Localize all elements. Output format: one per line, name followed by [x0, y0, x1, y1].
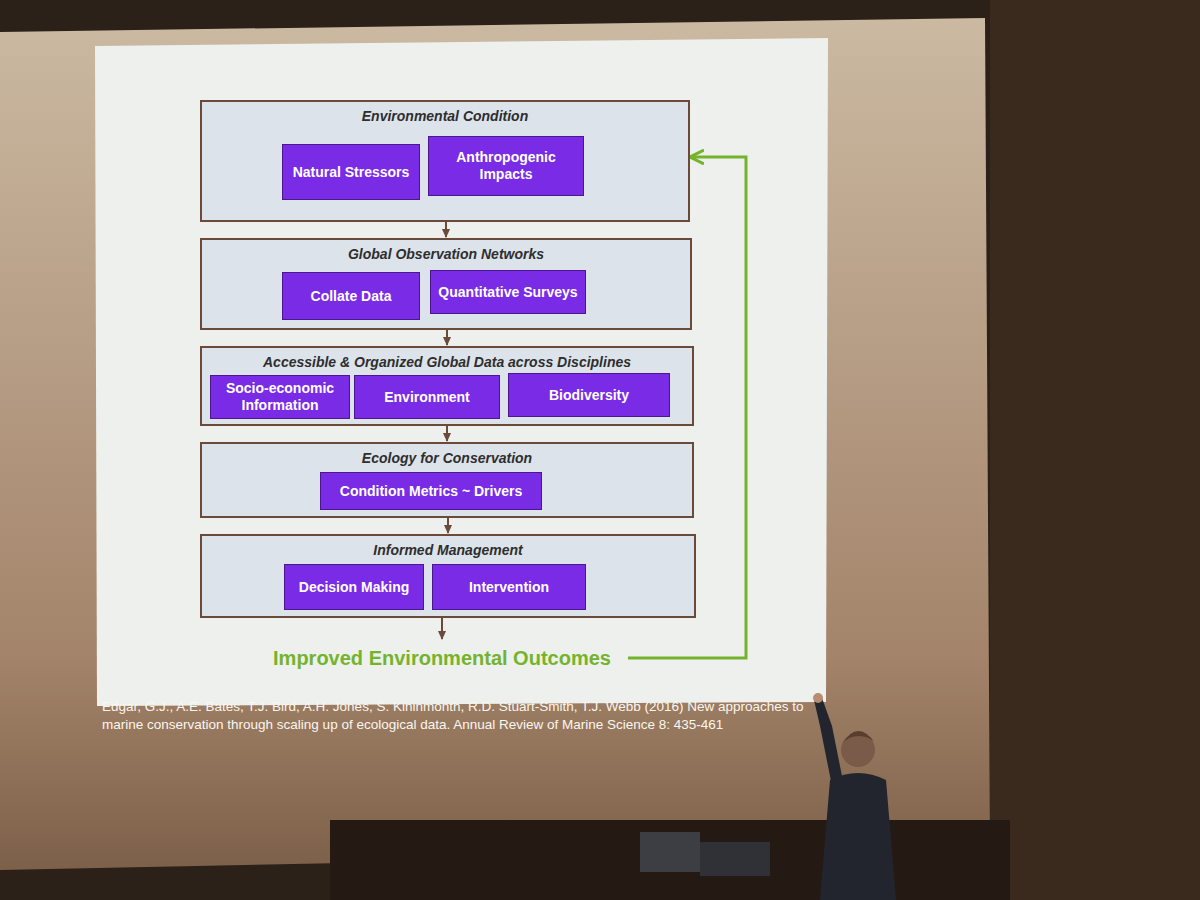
stage-floor [330, 820, 1010, 900]
process-box: Decision Making [284, 564, 424, 610]
box-label: Collate Data [305, 286, 398, 307]
citation: Edgar, G.J., A.E. Bates, T.J. Bird, A.H.… [102, 698, 822, 734]
stage-band: Accessible & Organized Global Data acros… [200, 346, 694, 426]
wall-panel [990, 0, 1200, 900]
outcome-label: Improved Environmental Outcomes [273, 646, 611, 670]
projection-screen [0, 18, 990, 870]
box-label: Anthropogenic Impacts [429, 147, 583, 185]
process-box: Quantitative Surveys [430, 270, 586, 314]
box-label: Environment [378, 387, 476, 408]
flow-arrow [446, 330, 448, 345]
flow-arrow [445, 222, 447, 237]
box-label: Quantitative Surveys [432, 282, 583, 303]
stage-band: Environmental ConditionNatural Stressors… [200, 100, 690, 222]
laptop [700, 842, 770, 876]
band-heading: Global Observation Networks [202, 240, 690, 263]
box-label: Biodiversity [543, 385, 635, 406]
band-heading: Informed Management [202, 536, 694, 559]
speaker-figure [813, 693, 896, 900]
process-box: Condition Metrics ~ Drivers [320, 472, 542, 510]
flow-arrow [446, 426, 448, 441]
process-box: Natural Stressors [282, 144, 420, 200]
box-label: Condition Metrics ~ Drivers [334, 481, 528, 502]
box-label: Socio-economic Information [211, 378, 349, 416]
outcome-box: Improved Environmental Outcomes [262, 640, 622, 676]
process-box: Collate Data [282, 272, 420, 320]
process-box: Intervention [432, 564, 586, 610]
process-box: Biodiversity [508, 373, 670, 417]
box-label: Intervention [463, 577, 555, 598]
process-box: Anthropogenic Impacts [428, 136, 584, 196]
process-box: Socio-economic Information [210, 375, 350, 419]
laptop [640, 832, 700, 872]
slide-area [95, 38, 828, 706]
flow-arrow [441, 618, 443, 639]
box-label: Decision Making [293, 577, 415, 598]
flow-arrow [447, 518, 449, 533]
band-heading: Ecology for Conservation [202, 444, 692, 467]
stage-band: Global Observation NetworksCollate Data Q… [200, 238, 692, 330]
stage-band: Informed ManagementDecision Making Interv… [200, 534, 696, 618]
band-heading: Environmental Condition [202, 102, 688, 125]
band-heading: Accessible & Organized Global Data acros… [202, 348, 692, 371]
process-box: Environment [354, 375, 500, 419]
box-label: Natural Stressors [287, 162, 416, 183]
stage-band: Ecology for ConservationCondition Metric… [200, 442, 694, 518]
